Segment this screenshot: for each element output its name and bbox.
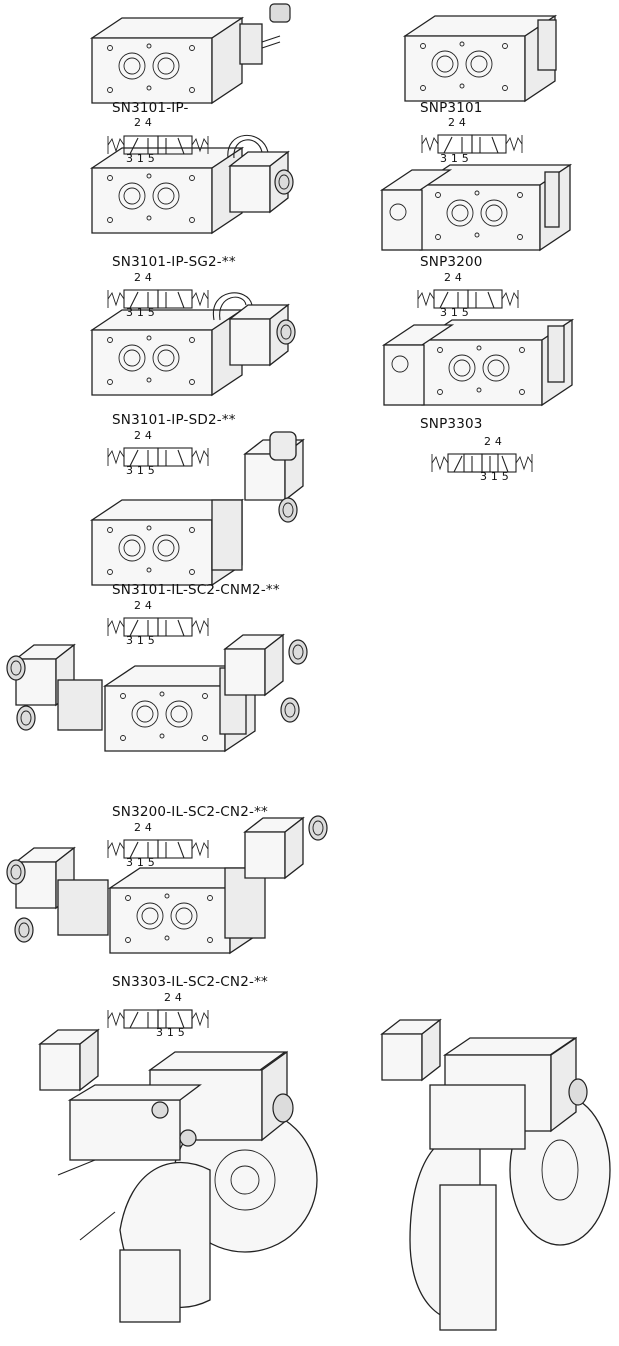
ports-top: 2 4 — [134, 821, 153, 834]
ball-valve-assembly-left-drawing — [39, 1029, 318, 1323]
ports-top: 2 4 — [444, 271, 463, 284]
symbol-snp3101 — [421, 134, 523, 154]
valve-sn3101-il-sc2-cnm2-drawing — [91, 431, 304, 586]
symbol-sn3101-il-sc2-cnm2 — [107, 617, 209, 637]
symbol-sn3101-ip — [107, 135, 209, 155]
ports-bottom: 3 1 5 — [126, 856, 155, 869]
symbol-snp3303 — [431, 453, 533, 473]
ports-bottom: 3 1 5 — [156, 1026, 185, 1039]
symbol-sn3200-il-sc2-cn2 — [107, 839, 209, 859]
ports-top: 2 4 — [448, 116, 467, 129]
symbol-sn3101-ip-sd2 — [107, 447, 209, 467]
valve-snp3303-drawing — [381, 319, 573, 406]
valve-snp3200-drawing — [379, 164, 571, 251]
ports-top: 2 4 — [134, 271, 153, 284]
ports-bottom: 3 1 5 — [126, 634, 155, 647]
ports-top: 2 4 — [134, 116, 153, 129]
valve-sn3303-il-sc2-cn2-drawing — [6, 815, 328, 954]
valve-snp3101-drawing — [404, 15, 557, 102]
symbol-sn3303-il-sc2-cn2 — [107, 1009, 209, 1029]
ports-bottom: 3 1 5 — [126, 306, 155, 319]
valve-sn3200-il-sc2-cn2-drawing — [6, 634, 308, 752]
caption-snp3101: SNP3101 — [420, 100, 483, 116]
valve-sn3101-ip-sg2-drawing — [91, 134, 294, 234]
caption-sn3303-il-sc2-cn2: SN3303-IL-SC2-CN2-** — [112, 974, 268, 990]
ports-bottom: 3 1 5 — [126, 152, 155, 165]
ball-valve-assembly-right-drawing — [381, 1019, 611, 1331]
ports-bottom: 3 1 5 — [440, 152, 469, 165]
ports-bottom: 3 1 5 — [126, 464, 155, 477]
caption-sn3101-ip-sg2: SN3101-IP-SG2-** — [112, 254, 236, 270]
caption-snp3303: SNP3303 — [420, 416, 483, 432]
caption-snp3200: SNP3200 — [420, 254, 483, 270]
ports-top: 2 4 — [134, 429, 153, 442]
valve-sn3101-ip-drawing — [91, 3, 291, 104]
caption-sn3101-ip: SN3101-IP- — [112, 100, 189, 116]
ports-top: 2 4 — [164, 991, 183, 1004]
caption-sn3101-ip-sd2: SN3101-IP-SD2-** — [112, 412, 236, 428]
ports-top: 2 4 — [134, 599, 153, 612]
ports-bottom: 3 1 5 — [440, 306, 469, 319]
ports-top: 2 4 — [484, 435, 503, 448]
caption-sn3101-il-sc2-cnm2: SN3101-IL-SC2-CNM2-** — [112, 582, 280, 598]
caption-sn3200-il-sc2-cn2: SN3200-IL-SC2-CN2-** — [112, 804, 268, 820]
ports-bottom: 3 1 5 — [480, 470, 509, 483]
valve-sn3101-ip-sd2-drawing — [91, 292, 296, 396]
symbol-sn3101-ip-sg2 — [107, 289, 209, 309]
